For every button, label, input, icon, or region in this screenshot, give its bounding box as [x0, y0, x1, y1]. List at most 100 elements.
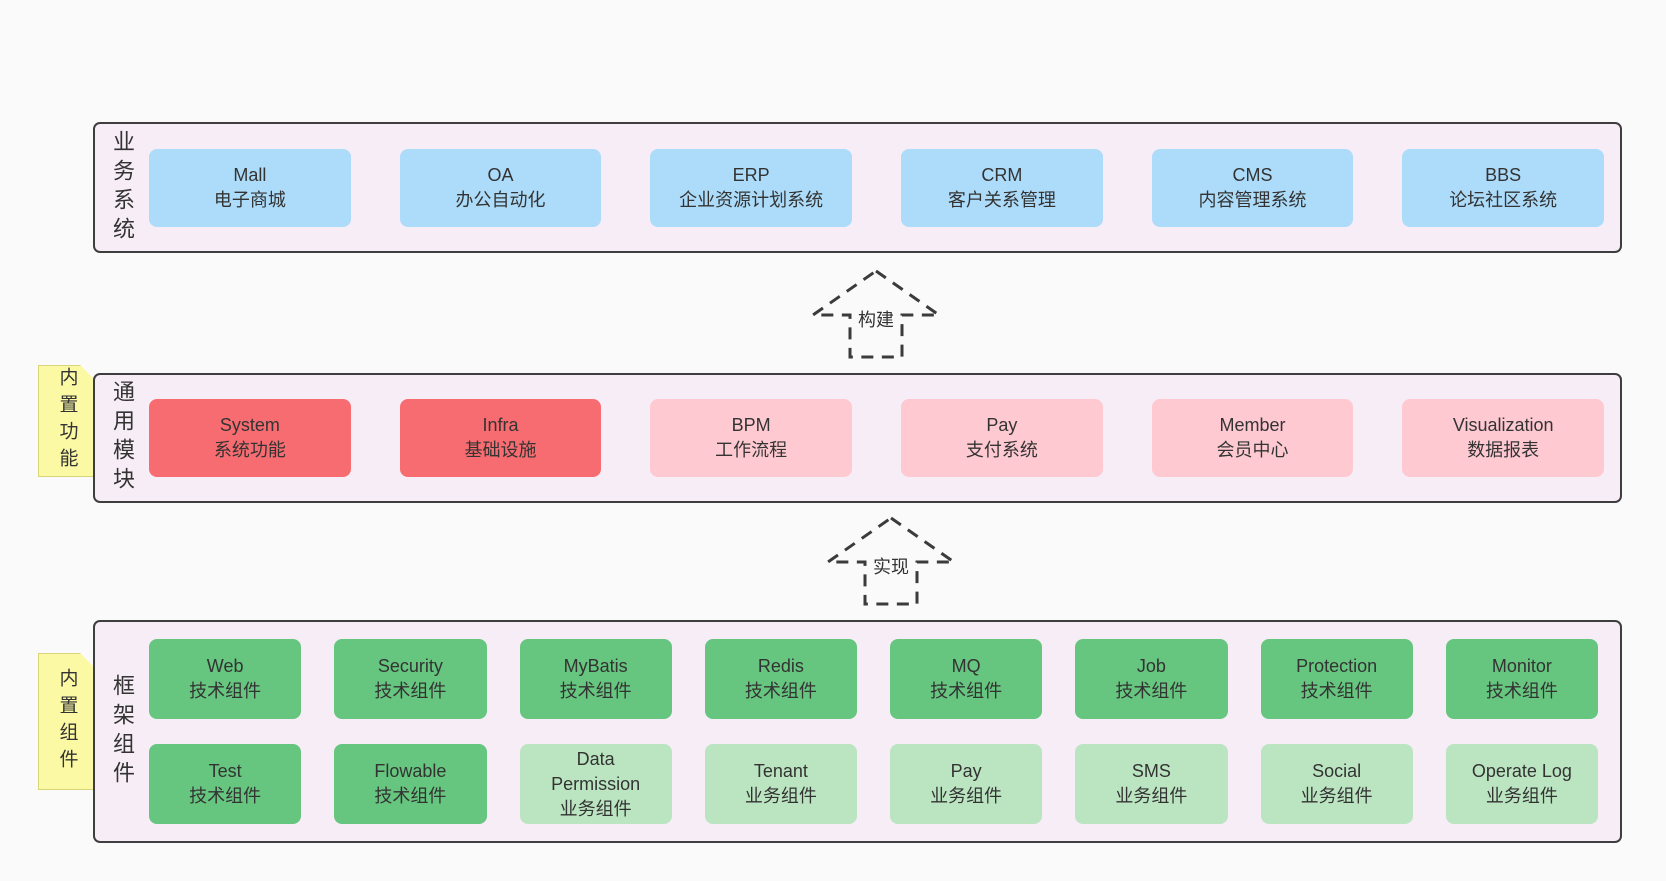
module-name-en: Pay: [950, 761, 982, 781]
module-name-zh: 技术组件: [744, 681, 817, 701]
module-name-en: CMS: [1232, 164, 1273, 185]
band-label-business-systems: 业务系统: [110, 129, 135, 246]
module-name-en: Data Permission: [551, 748, 641, 794]
module-name-en: Web: [206, 656, 244, 676]
module-name-en: Monitor: [1491, 656, 1552, 676]
module-name-zh: 技术组件: [559, 681, 632, 701]
module-name-en: Pay: [986, 415, 1018, 435]
module-box-bpm: BPM 工作流程: [650, 399, 853, 477]
module-name-zh: 业务组件: [1300, 786, 1373, 806]
module-box-sms: SMS 业务组件: [1075, 744, 1228, 824]
module-name-zh: 会员中心: [1216, 440, 1289, 460]
module-box-redis: Redis 技术组件: [704, 639, 857, 719]
module-box-bbs: BBS 论坛社区系统: [1402, 148, 1605, 227]
module-name-en: BBS: [1485, 164, 1522, 185]
module-name-en: MQ: [951, 656, 981, 676]
module-name-en: Test: [208, 761, 242, 781]
module-name-zh: 技术组件: [930, 681, 1003, 701]
module-name-en: Mall: [233, 164, 267, 185]
band-rows-common-modules: System 系统功能 Infra 基础设施 BPM 工作流程 Pay 支付系统 Member 会…: [149, 375, 1620, 501]
module-name-zh: 技术组件: [189, 681, 262, 701]
band-business-systems: 业务系统 Mall 电子商城 OA 办公自动化 ERP 企业资源计划系统 CRM 客户关系管理…: [93, 122, 1622, 253]
module-box-infra: Infra 基础设施: [399, 399, 602, 477]
module-name-zh: 技术组件: [1485, 681, 1558, 701]
module-name-zh: 系统功能: [213, 440, 286, 460]
module-box-security: Security 技术组件: [334, 639, 487, 719]
module-name-en: CRM: [981, 164, 1023, 185]
module-box-pay: Pay 支付系统: [901, 399, 1103, 477]
arrow-implement: 实现: [825, 515, 957, 607]
module-box-web: Web 技术组件: [149, 639, 302, 719]
module-name-en: ERP: [732, 164, 770, 185]
module-name-zh: 基础设施: [464, 440, 537, 460]
module-name-en: OA: [487, 164, 514, 185]
module-box-visualization: Visualization 数据报表: [1402, 399, 1605, 477]
module-name-zh: 技术组件: [374, 786, 447, 806]
module-name-zh: 业务组件: [930, 786, 1003, 806]
module-box-mybatis: MyBatis 技术组件: [519, 639, 672, 719]
band-common-modules: 通用模块 System 系统功能 Infra 基础设施 BPM 工作流程 Pay 支付系统 Me…: [93, 373, 1622, 503]
module-name-zh: 业务组件: [559, 798, 632, 819]
module-box-member: Member 会员中心: [1151, 399, 1354, 477]
module-name-en: Flowable: [374, 761, 447, 781]
module-name-en: BPM: [731, 415, 771, 435]
module-box-flowable: Flowable 技术组件: [334, 744, 487, 824]
module-name-en: SMS: [1131, 761, 1171, 781]
module-name-zh: 论坛社区系统: [1449, 189, 1558, 210]
module-name-zh: 业务组件: [1485, 786, 1558, 806]
module-name-zh: 客户关系管理: [947, 189, 1056, 210]
module-box-pay: Pay 业务组件: [890, 744, 1043, 824]
module-box-oa: OA 办公自动化: [399, 148, 602, 227]
module-box-erp: ERP 企业资源计划系统: [650, 148, 853, 227]
module-name-zh: 业务组件: [1115, 786, 1188, 806]
sticky-note-built-in-components: 内置组件: [38, 653, 96, 790]
module-box-cms: CMS 内容管理系统: [1151, 148, 1354, 227]
module-box-monitor: Monitor 技术组件: [1445, 639, 1598, 719]
module-name-en: Operate Log: [1471, 761, 1572, 781]
module-name-en: Redis: [757, 656, 804, 676]
module-box-mall: Mall 电子商城: [149, 148, 351, 227]
module-name-en: System: [219, 415, 280, 435]
module-box-data-permission: Data Permission 业务组件: [519, 744, 672, 824]
band-label-common-modules: 通用模块: [110, 380, 135, 496]
module-name-zh: 业务组件: [744, 786, 817, 806]
module-name-en: Visualization: [1452, 415, 1554, 435]
arrow-implement-label: 实现: [871, 555, 911, 579]
module-name-zh: 工作流程: [715, 440, 788, 460]
band-label-framework-components: 框架组件: [110, 673, 135, 790]
module-name-en: Social: [1312, 761, 1362, 781]
module-name-zh: 支付系统: [965, 440, 1038, 460]
module-name-en: Tenant: [753, 761, 808, 781]
module-box-system: System 系统功能: [149, 399, 351, 477]
band-rows-business-systems: Mall 电子商城 OA 办公自动化 ERP 企业资源计划系统 CRM 客户关系管理 CMS 内容…: [149, 124, 1620, 251]
module-box-operate-log: Operate Log 业务组件: [1445, 744, 1598, 824]
module-name-en: Protection: [1296, 656, 1378, 676]
module-name-zh: 技术组件: [374, 681, 447, 701]
module-name-zh: 数据报表: [1467, 440, 1540, 460]
module-box-crm: CRM 客户关系管理: [901, 148, 1103, 227]
module-box-tenant: Tenant 业务组件: [704, 744, 857, 824]
module-name-zh: 电子商城: [213, 189, 286, 210]
module-box-test: Test 技术组件: [149, 744, 302, 824]
module-box-social: Social 业务组件: [1260, 744, 1413, 824]
module-name-zh: 企业资源计划系统: [679, 189, 824, 210]
arrow-build: 构建: [810, 268, 942, 360]
sticky-note-built-in-features: 内置功能: [38, 365, 96, 477]
module-name-zh: 技术组件: [189, 786, 262, 806]
module-name-zh: 办公自动化: [455, 189, 546, 210]
module-name-zh: 技术组件: [1115, 681, 1188, 701]
module-name-zh: 内容管理系统: [1198, 189, 1307, 210]
module-name-en: MyBatis: [563, 656, 628, 676]
module-row: System 系统功能 Infra 基础设施 BPM 工作流程 Pay 支付系统 Member 会…: [149, 399, 1605, 477]
module-row: Mall 电子商城 OA 办公自动化 ERP 企业资源计划系统 CRM 客户关系管理 CMS 内容…: [149, 148, 1605, 227]
module-name-en: Infra: [482, 415, 519, 435]
module-name-en: Member: [1219, 415, 1286, 435]
module-name-en: Security: [377, 656, 443, 676]
